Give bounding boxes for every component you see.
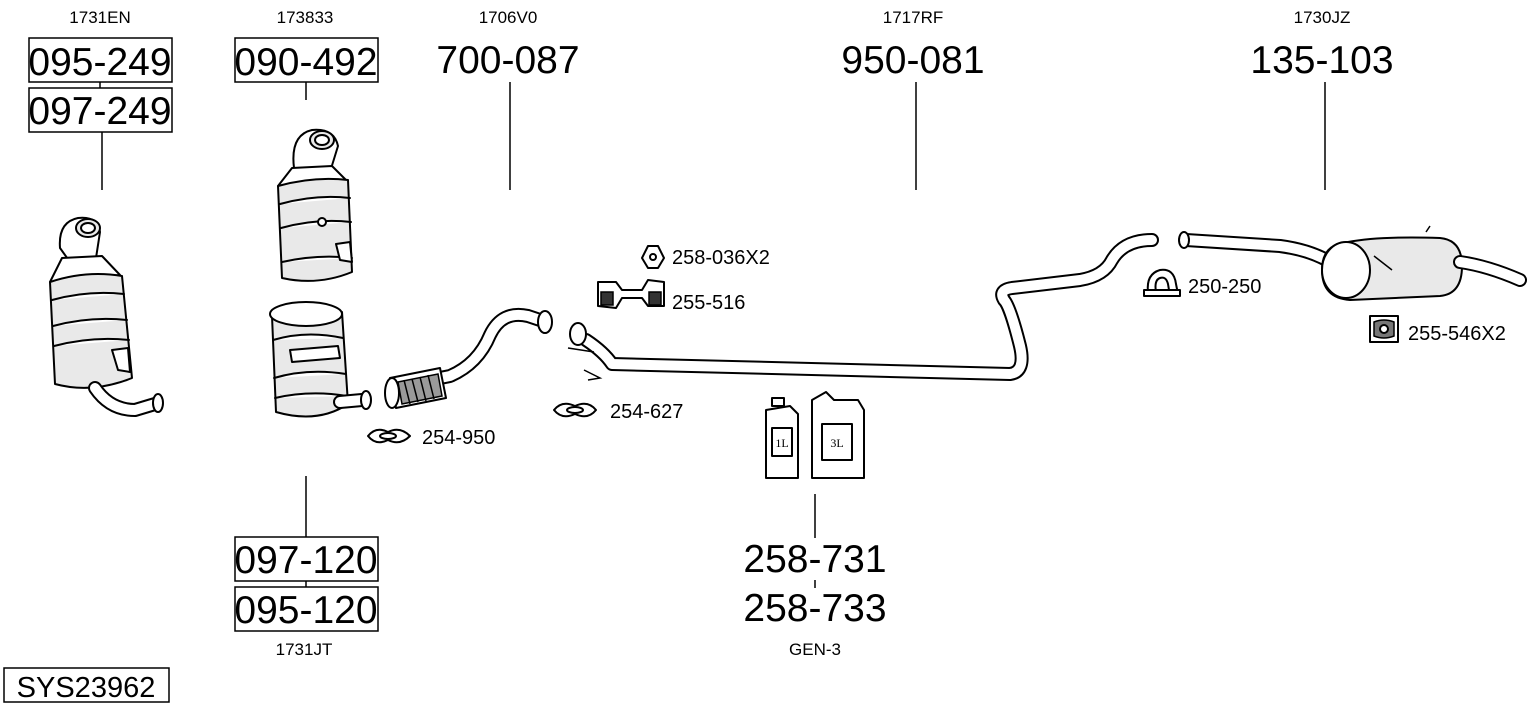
front-pipe-icon[interactable] <box>384 307 553 409</box>
rear-silencer-icon[interactable] <box>1178 225 1527 301</box>
nut-258-036-icon[interactable] <box>641 245 665 269</box>
part-number-258-733[interactable]: 258-733 <box>743 587 886 630</box>
part-095-249-box[interactable]: 095-249 <box>28 37 173 84</box>
label-254-627: 254-627 <box>610 401 683 423</box>
clamp-250-250-icon[interactable] <box>1143 268 1181 297</box>
part-number-700-087[interactable]: 700-087 <box>436 39 579 82</box>
label-255-516: 255-516 <box>672 292 745 314</box>
middle-pipe-icon[interactable] <box>567 233 1159 381</box>
catalytic-converter-icon[interactable] <box>49 216 164 417</box>
system-code: SYS23962 <box>17 672 156 704</box>
part-number-097-249: 097-249 <box>28 90 171 133</box>
part-097-249-box[interactable]: 097-249 <box>28 87 173 133</box>
particulate-filter-top-icon[interactable] <box>277 128 353 282</box>
ref-1706v0: 1706V0 <box>479 8 538 27</box>
label-250-250: 250-250 <box>1188 276 1261 298</box>
particulate-filter-bottom-icon[interactable] <box>269 301 372 418</box>
label-254-950: 254-950 <box>422 427 495 449</box>
ref-1731en: 1731EN <box>69 8 130 27</box>
system-code-box: SYS23962 <box>3 667 170 704</box>
clamp-254-627-icon[interactable] <box>553 402 597 418</box>
ref-173833: 173833 <box>277 8 334 27</box>
ref-1717rf: 1717RF <box>883 8 943 27</box>
part-number-095-120: 095-120 <box>234 589 377 632</box>
clamp-254-950-icon[interactable] <box>367 428 411 444</box>
ref-1731jt: 1731JT <box>276 640 333 659</box>
part-number-950-081[interactable]: 950-081 <box>841 39 984 82</box>
ref-1730jz: 1730JZ <box>1294 8 1351 27</box>
part-097-120-box[interactable]: 097-120 <box>234 536 379 582</box>
bracket-255-516-icon[interactable] <box>597 279 665 309</box>
label-255-546x2: 255-546X2 <box>1408 323 1506 345</box>
part-number-097-120: 097-120 <box>234 539 377 582</box>
fluid-can-1l-icon[interactable]: 1L <box>765 397 799 479</box>
can-3l-label: 3L <box>830 436 843 450</box>
part-number-090-492: 090-492 <box>234 41 377 84</box>
fluid-can-3l-icon[interactable]: 3L <box>811 391 865 479</box>
part-number-258-731[interactable]: 258-731 <box>743 538 886 581</box>
part-number-135-103[interactable]: 135-103 <box>1250 39 1393 82</box>
ref-gen-3: GEN-3 <box>789 640 841 659</box>
part-090-492-box[interactable]: 090-492 <box>234 37 379 84</box>
part-number-095-249: 095-249 <box>28 41 171 84</box>
rubber-mount-255-546-icon[interactable] <box>1369 315 1399 343</box>
label-258-036x2: 258-036X2 <box>672 247 770 269</box>
can-1l-label: 1L <box>775 436 788 450</box>
part-095-120-box[interactable]: 095-120 <box>234 586 379 632</box>
